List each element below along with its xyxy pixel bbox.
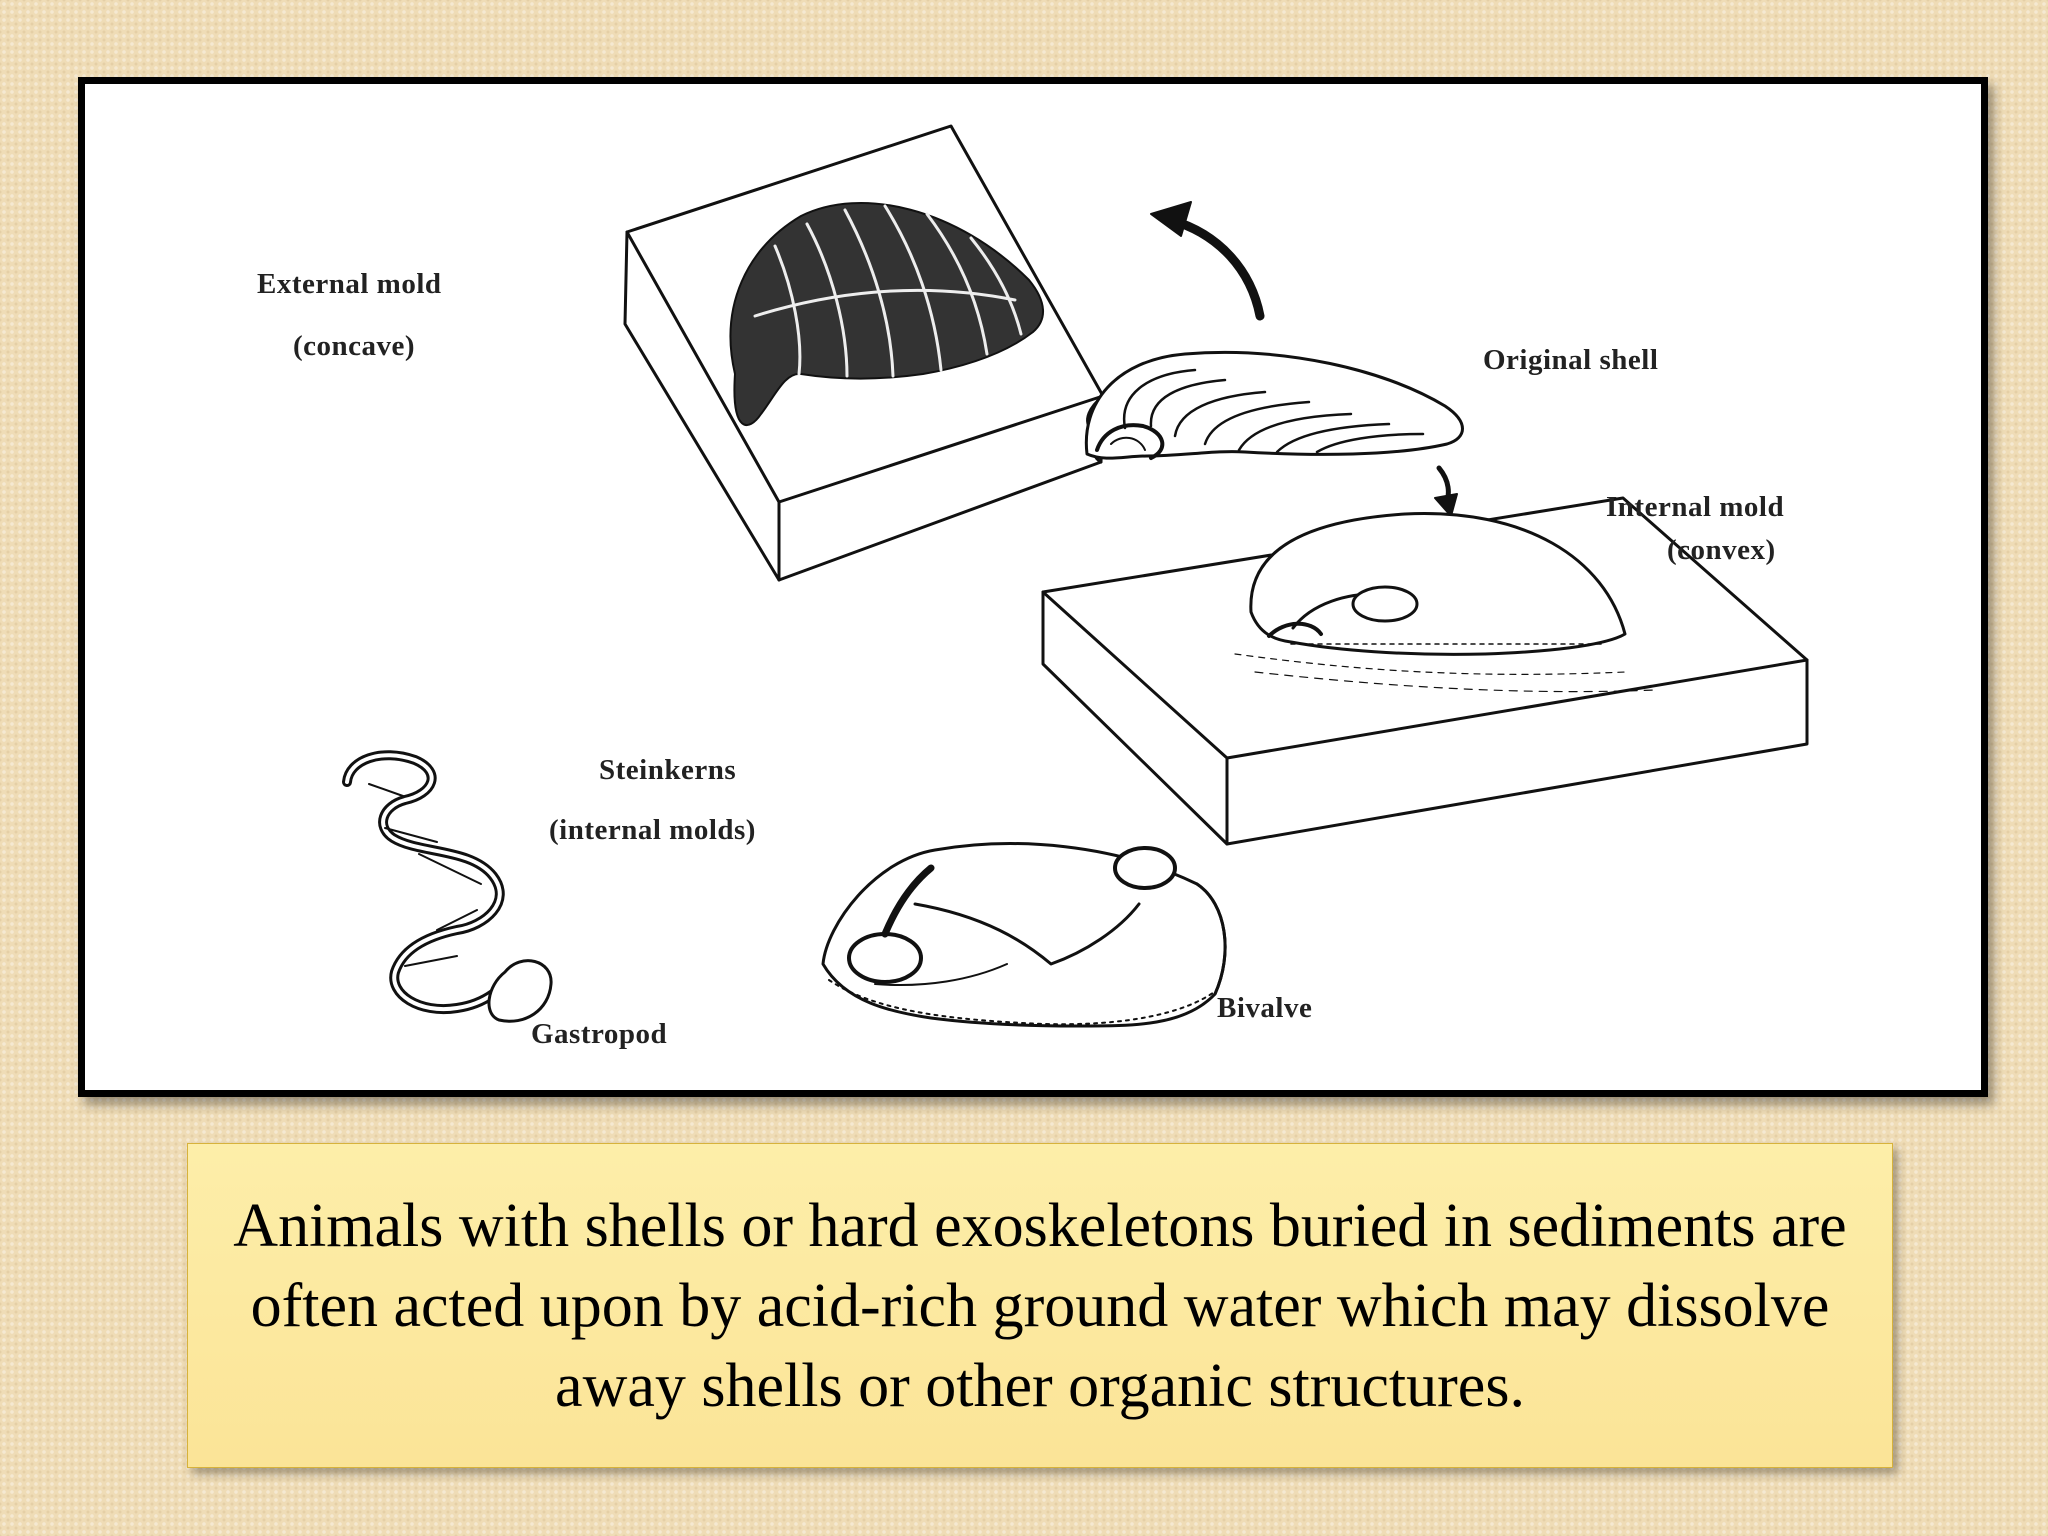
- label-gastropod: Gastropod: [531, 1018, 668, 1050]
- gastropod-steinkern: [342, 750, 553, 1023]
- fossil-mold-diagram: External mold (concave) Original shell I…: [78, 77, 1988, 1097]
- label-steinkerns: Steinkerns: [599, 754, 737, 786]
- caption-text: Animals with shells or hard exoskeletons…: [233, 1191, 1847, 1420]
- label-external-mold-note: (concave): [293, 330, 416, 362]
- label-internal-mold: Internal mold: [1606, 491, 1785, 523]
- label-original-shell: Original shell: [1483, 344, 1659, 376]
- label-external-mold: External mold: [257, 268, 442, 300]
- external-mold-impression: [729, 201, 1045, 426]
- label-internal-mold-note: (convex): [1667, 534, 1776, 566]
- arrow-icon: [1150, 201, 1265, 321]
- caption-box: Animals with shells or hard exoskeletons…: [187, 1143, 1893, 1468]
- diagram-drawing: [342, 124, 1809, 1028]
- arrow-down-icon: [1434, 465, 1458, 517]
- bivalve-steinkern: [821, 842, 1227, 1028]
- internal-mold-cast: [1234, 512, 1656, 693]
- label-bivalve: Bivalve: [1217, 992, 1313, 1024]
- label-steinkerns-note: (internal molds): [549, 814, 756, 846]
- original-shell-drawing: [1084, 350, 1464, 460]
